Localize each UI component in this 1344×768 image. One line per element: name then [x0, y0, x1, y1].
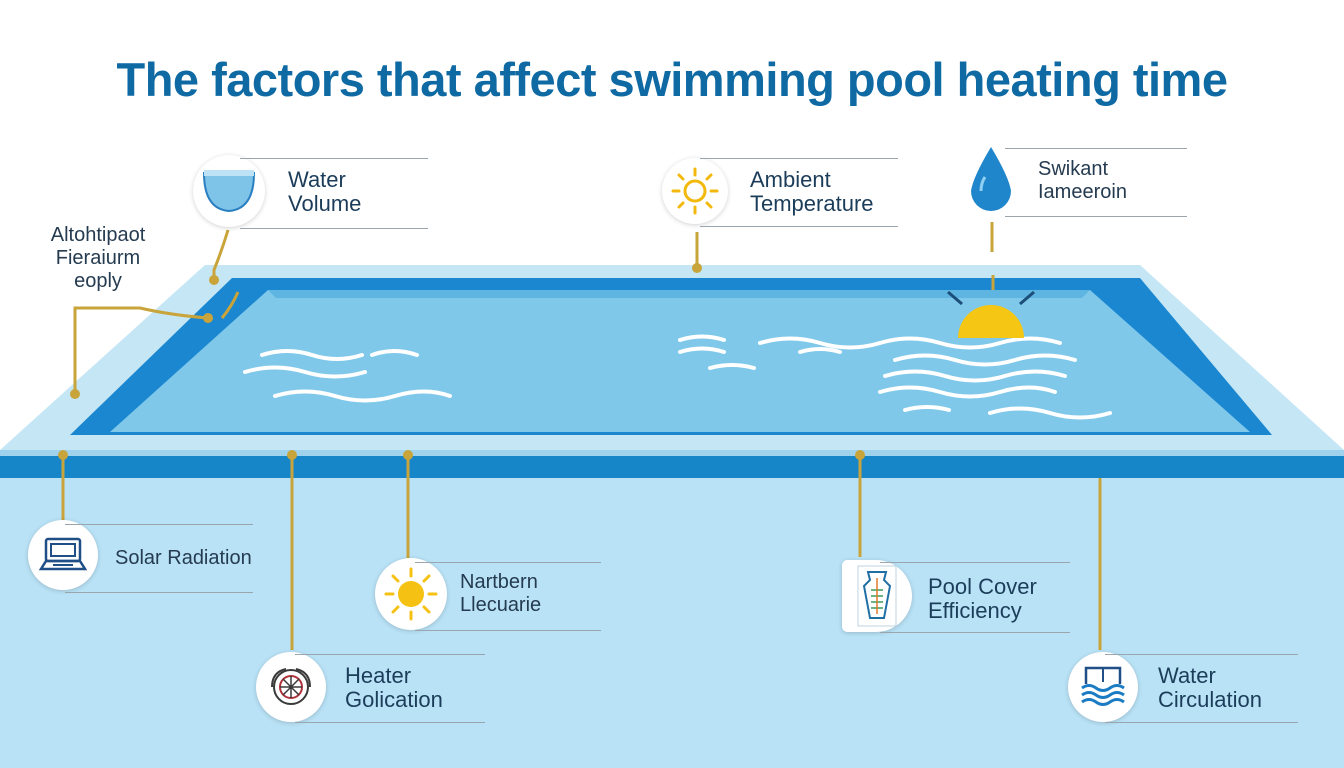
- pool-cover-rule-top: [880, 562, 1070, 563]
- heater-line1: Heater: [345, 663, 412, 688]
- nartbern-line1: Nartbern: [460, 571, 538, 593]
- circulation-rule-bottom: [1105, 722, 1298, 723]
- pool-cover-icon: [842, 560, 912, 632]
- pool-wall-area: [0, 478, 1344, 768]
- pool-cover-line1: Pool Cover: [928, 574, 1037, 599]
- water-waves-icon: [1068, 652, 1138, 722]
- nartbern-label: Nartbern Llecuarie: [460, 571, 541, 617]
- heater-rule-bottom: [295, 722, 485, 723]
- water-volume-line2: Volume: [288, 191, 362, 216]
- heater-line2: Golication: [345, 687, 443, 712]
- water-drop-icon: [965, 145, 1017, 222]
- pool-front-edge: [0, 456, 1344, 478]
- leader-dots: [58, 263, 865, 460]
- nartbern-rule-top: [415, 562, 601, 563]
- heater-fan-icon: [256, 652, 326, 722]
- heater-label: Heater Golication: [345, 664, 443, 712]
- water-volume-rule-bottom: [240, 228, 428, 229]
- swikant-line1: Swikant: [1038, 158, 1109, 180]
- ambient-rule-bottom: [700, 226, 898, 227]
- sun-outline-icon: [662, 158, 728, 224]
- water-volume-label: Water Volume: [288, 168, 361, 216]
- pool-cover-label: Pool Cover Efficiency: [928, 575, 1037, 623]
- circulation-line1: Water: [1158, 663, 1216, 688]
- swikant-rule-bottom: [1005, 216, 1187, 217]
- solar-rule-bottom: [65, 592, 253, 593]
- page-title: The factors that affect swimming pool he…: [116, 53, 1228, 106]
- ambient-line2: Temperature: [750, 191, 874, 216]
- water-volume-rule-top: [240, 158, 428, 159]
- water-circulation-label: Water Circulation: [1158, 664, 1262, 712]
- circulation-line2: Circulation: [1158, 687, 1262, 712]
- sun-icon: [375, 558, 447, 630]
- heater-rule-top: [295, 654, 485, 655]
- leader-lines: [61, 222, 1102, 650]
- swikant-rule-top: [1005, 148, 1187, 149]
- pool-cover-rule-bottom: [880, 632, 1070, 633]
- water-volume-line1: Water: [288, 167, 346, 192]
- ambient-temperature-label: Ambient Temperature: [750, 168, 874, 216]
- circulation-rule-top: [1105, 654, 1298, 655]
- side-note-line2: Fieraiurm: [55, 247, 141, 269]
- ambient-rule-top: [700, 158, 898, 159]
- side-note-line3: eoply: [74, 270, 122, 292]
- swikant-line2: Iameeroin: [1038, 181, 1127, 203]
- nartbern-rule-bottom: [415, 630, 601, 631]
- swikant-label: Swikant Iameeroin: [1038, 158, 1127, 204]
- solar-panel-icon: [28, 520, 98, 590]
- ambient-line1: Ambient: [750, 167, 831, 192]
- side-note-line1: Altohtipaot: [50, 224, 146, 246]
- nartbern-line2: Llecuarie: [460, 594, 542, 616]
- solar-rule-top: [65, 524, 253, 525]
- water-glass-icon: [193, 155, 265, 227]
- pool-cover-line2: Efficiency: [928, 598, 1022, 623]
- pool-water: [110, 290, 1250, 432]
- side-note-label: Altohtipaot Fieraiurm eoply: [38, 224, 158, 293]
- sun-on-pool: [947, 290, 1035, 338]
- solar-radiation-label: Solar Radiation: [115, 547, 252, 570]
- solar-radiation-line1: Solar Radiation: [115, 547, 252, 569]
- waves-left: [243, 349, 452, 403]
- waves-right: [678, 334, 1112, 420]
